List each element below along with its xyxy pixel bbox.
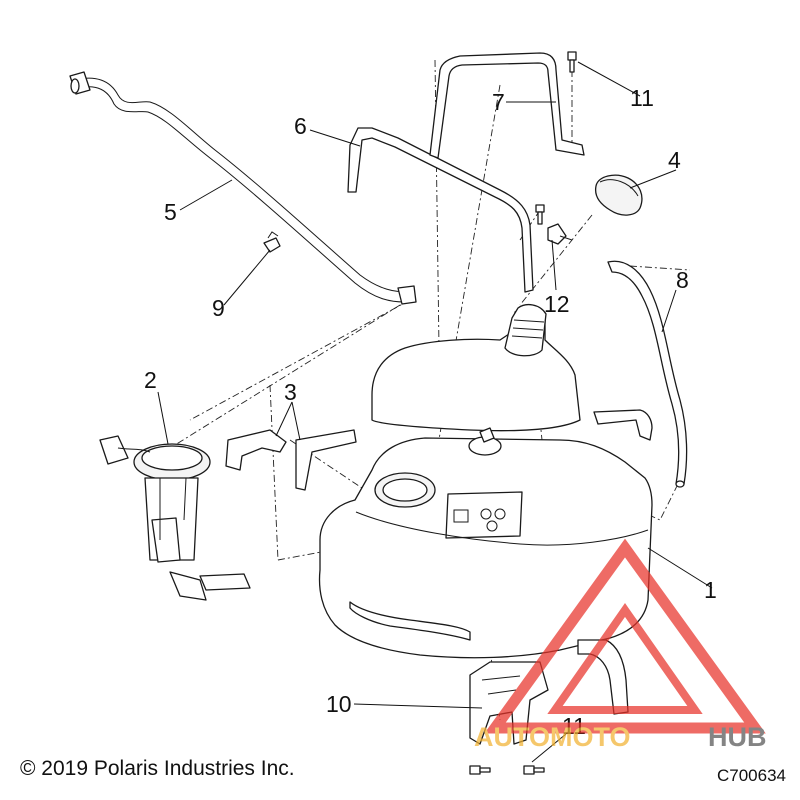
part-2-fuel-pump (99, 435, 251, 601)
callout-12: 12 (544, 291, 570, 317)
part-5-fuel-hose (69, 71, 417, 305)
part-12-fasteners (535, 204, 573, 245)
part-9-hose-clip (263, 231, 281, 253)
watermark-logo: AUTOMOTO HUB (474, 538, 767, 752)
watermark-text-a: AUTOMOTO (474, 722, 631, 752)
callout-3: 3 (284, 379, 297, 405)
callout-8: 8 (676, 267, 689, 293)
callout-11-top: 11 (630, 85, 654, 111)
watermark-triangle (484, 538, 766, 734)
part-3-pads (225, 409, 653, 715)
callout-1: 1 (704, 577, 717, 603)
part-11-bolts-bottom (469, 765, 545, 775)
callout-10: 10 (326, 691, 352, 717)
callout-6: 6 (294, 113, 307, 139)
callout-4: 4 (668, 147, 681, 173)
callout-2: 2 (144, 367, 157, 393)
watermark-inner-triangle (547, 603, 703, 714)
callout-9: 9 (212, 295, 225, 321)
watermark-text-b: HUB (708, 722, 767, 752)
part-7-tank-strap (429, 52, 585, 159)
part-8-vent-hose (607, 260, 688, 488)
drawing-code: C700634 (716, 766, 786, 785)
copyright-text: © 2019 Polaris Industries Inc. (20, 757, 295, 780)
part-4-fuel-cap (594, 174, 643, 216)
part-11-bolt-top (567, 51, 577, 73)
leader-lines (157, 61, 713, 763)
part-6-tank-strap (347, 127, 534, 293)
callout-7: 7 (492, 89, 505, 115)
callout-5: 5 (164, 199, 177, 225)
part-1-fuel-tank (318, 303, 653, 659)
